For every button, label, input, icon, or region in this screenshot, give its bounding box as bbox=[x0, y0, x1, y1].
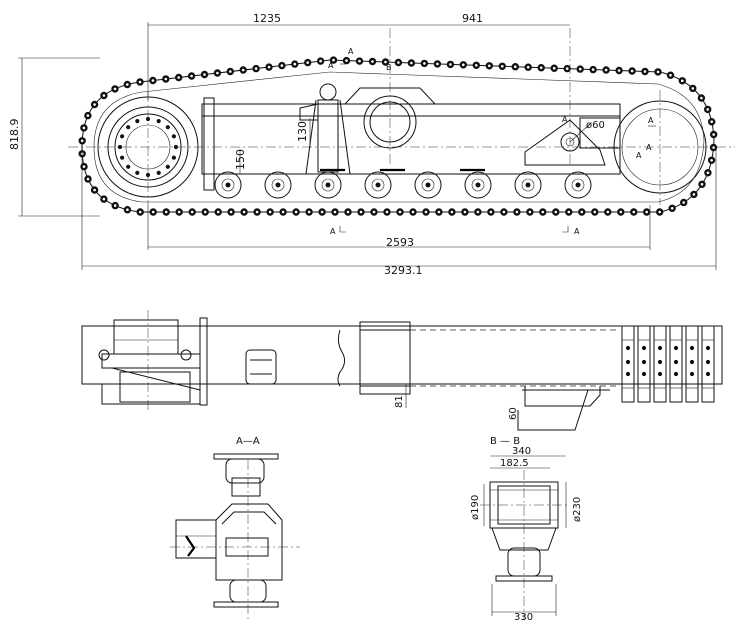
track-rollers bbox=[214, 171, 592, 199]
track-pad bbox=[621, 325, 635, 403]
dim-81: 81 bbox=[394, 395, 405, 408]
dim-3293-1: 3293.1 bbox=[384, 264, 423, 277]
track-pad bbox=[669, 325, 683, 403]
track-roller bbox=[214, 171, 242, 199]
center-valve bbox=[245, 349, 277, 385]
section-aa-title: A—A bbox=[236, 436, 260, 447]
main-frame bbox=[201, 103, 621, 175]
dim-130: 130 bbox=[296, 121, 309, 142]
track-roller bbox=[314, 171, 342, 199]
section-aa: A—A bbox=[170, 436, 300, 620]
section-mark-a-br: A bbox=[574, 227, 580, 236]
track-pad bbox=[701, 325, 715, 403]
track-pad bbox=[653, 325, 667, 403]
top-frame-outline bbox=[81, 325, 723, 385]
section-mark-a-r4: A bbox=[646, 143, 652, 152]
track-links bbox=[78, 56, 718, 216]
section-mark-a-bl: A bbox=[330, 227, 336, 236]
dim-150: 150 bbox=[234, 149, 247, 170]
dim-phi190: ø190 bbox=[470, 495, 481, 520]
track-roller bbox=[564, 171, 592, 199]
track-pads bbox=[621, 325, 715, 403]
section-bb: B — B 340 182.5 ø190 ø230 330 bbox=[470, 436, 583, 623]
section-mark-b-top: B bbox=[386, 63, 392, 72]
dim-941: 941 bbox=[462, 12, 483, 25]
track-roller bbox=[364, 171, 392, 199]
section-mark-a-top: A bbox=[348, 47, 354, 56]
track-pad bbox=[637, 325, 651, 403]
dim-818-9: 818.9 bbox=[8, 119, 21, 151]
dim-1235: 1235 bbox=[253, 12, 281, 25]
track-roller bbox=[414, 171, 442, 199]
section-mark-a-r2: A bbox=[648, 116, 654, 125]
top-view: 81 60 bbox=[81, 310, 723, 431]
dim-60: 60 bbox=[508, 407, 519, 420]
track-roller bbox=[264, 171, 292, 199]
dim-330: 330 bbox=[514, 612, 533, 623]
dim-340: 340 bbox=[512, 446, 531, 457]
section-bb-title: B — B bbox=[490, 436, 520, 447]
track-chain-inner bbox=[93, 71, 705, 203]
track-roller bbox=[464, 171, 492, 199]
dim-phi230: ø230 bbox=[572, 497, 583, 522]
section-mark-a-r3: A bbox=[636, 151, 642, 160]
tensioner-bracket bbox=[524, 117, 621, 166]
side-view: 1235 941 818.9 130 150 ø60 2593 3293.1 A… bbox=[8, 12, 735, 277]
section-mark-a-left: A bbox=[328, 61, 334, 70]
section-mark-a-r1: A bbox=[562, 115, 568, 124]
dim-phi60: ø60 bbox=[586, 120, 605, 131]
track-pad bbox=[685, 325, 699, 403]
dim-182-5: 182.5 bbox=[500, 458, 529, 469]
frame-plate-left bbox=[203, 97, 215, 191]
track-roller bbox=[514, 171, 542, 199]
dim-2593: 2593 bbox=[386, 236, 414, 249]
